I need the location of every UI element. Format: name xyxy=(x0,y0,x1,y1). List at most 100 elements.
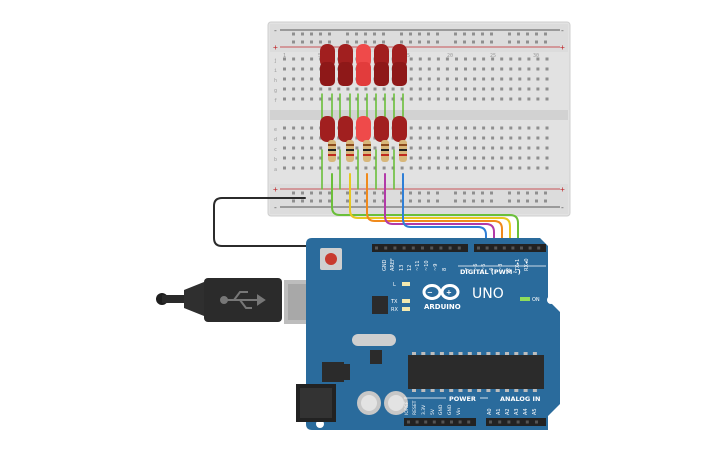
wire-green[interactable] xyxy=(331,173,519,247)
rail-hole[interactable] xyxy=(517,32,520,36)
header-pin[interactable] xyxy=(439,246,443,250)
rail-hole[interactable] xyxy=(346,40,349,44)
breadboard-hole[interactable] xyxy=(319,156,323,160)
breadboard-hole[interactable] xyxy=(482,67,486,71)
breadboard-hole[interactable] xyxy=(536,126,540,130)
rail-hole[interactable] xyxy=(517,199,520,203)
rail-hole[interactable] xyxy=(319,32,322,36)
header-pin[interactable] xyxy=(411,246,415,250)
header-pin[interactable] xyxy=(393,246,397,250)
breadboard-hole[interactable] xyxy=(491,166,495,170)
breadboard-hole[interactable] xyxy=(337,146,341,150)
header-pin[interactable] xyxy=(430,246,434,250)
breadboard-hole[interactable] xyxy=(545,126,549,130)
rail-hole[interactable] xyxy=(409,32,412,36)
header-pin[interactable] xyxy=(424,420,428,424)
breadboard-hole[interactable] xyxy=(301,146,305,150)
breadboard-hole[interactable] xyxy=(292,166,296,170)
breadboard-hole[interactable] xyxy=(409,77,413,81)
breadboard-hole[interactable] xyxy=(500,57,504,61)
header-pin[interactable] xyxy=(511,246,515,250)
rail-hole[interactable] xyxy=(400,40,403,44)
breadboard-hole[interactable] xyxy=(491,67,495,71)
rail-hole[interactable] xyxy=(301,199,304,203)
breadboard-hole[interactable] xyxy=(427,87,431,91)
rail-hole[interactable] xyxy=(490,191,493,195)
breadboard-hole[interactable] xyxy=(409,97,413,101)
breadboard-hole[interactable] xyxy=(436,87,440,91)
breadboard-hole[interactable] xyxy=(292,57,296,61)
breadboard-hole[interactable] xyxy=(491,57,495,61)
breadboard-hole[interactable] xyxy=(464,87,467,91)
breadboard-hole[interactable] xyxy=(491,97,495,101)
rail-hole[interactable] xyxy=(319,199,322,203)
breadboard-hole[interactable] xyxy=(518,57,522,61)
breadboard-hole[interactable] xyxy=(545,136,549,140)
breadboard-hole[interactable] xyxy=(310,97,314,101)
breadboard-hole[interactable] xyxy=(518,146,522,150)
digital-header-lower[interactable] xyxy=(474,244,546,252)
breadboard-hole[interactable] xyxy=(464,57,467,61)
breadboard-hole[interactable] xyxy=(283,87,286,91)
rail-hole[interactable] xyxy=(373,32,376,36)
breadboard-hole[interactable] xyxy=(518,156,522,160)
rail-hole[interactable] xyxy=(355,32,358,36)
breadboard-hole[interactable] xyxy=(445,156,449,160)
breadboard-hole[interactable] xyxy=(418,156,422,160)
breadboard-hole[interactable] xyxy=(473,87,477,91)
rail-hole[interactable] xyxy=(535,40,538,44)
rail-hole[interactable] xyxy=(310,32,313,36)
rail-hole[interactable] xyxy=(526,40,529,44)
breadboard-hole[interactable] xyxy=(355,87,359,91)
breadboard-hole[interactable] xyxy=(292,67,296,71)
breadboard-hole[interactable] xyxy=(455,156,458,160)
header-pin[interactable] xyxy=(498,420,502,424)
rail-hole[interactable] xyxy=(481,32,484,36)
breadboard-hole[interactable] xyxy=(500,136,504,140)
breadboard-hole[interactable] xyxy=(545,67,549,71)
header-pin[interactable] xyxy=(507,420,511,424)
breadboard-hole[interactable] xyxy=(301,87,305,91)
header-pin[interactable] xyxy=(415,420,419,424)
rail-hole[interactable] xyxy=(301,32,304,36)
rail-hole[interactable] xyxy=(409,191,412,195)
rail-hole[interactable] xyxy=(463,40,466,44)
rail-hole[interactable] xyxy=(400,191,403,195)
breadboard-hole[interactable] xyxy=(527,166,531,170)
header-pin[interactable] xyxy=(448,246,452,250)
breadboard-hole[interactable] xyxy=(527,97,531,101)
header-pin[interactable] xyxy=(489,420,492,424)
breadboard-hole[interactable] xyxy=(464,166,467,170)
breadboard-hole[interactable] xyxy=(527,77,531,81)
breadboard-hole[interactable] xyxy=(455,166,458,170)
led-top-3-lit[interactable] xyxy=(356,44,371,86)
header-pin[interactable] xyxy=(520,246,523,250)
rail-hole[interactable] xyxy=(454,40,457,44)
led-top-5[interactable] xyxy=(392,44,407,86)
breadboard-hole[interactable] xyxy=(283,57,286,61)
rail-hole[interactable] xyxy=(364,191,367,195)
breadboard-hole[interactable] xyxy=(491,77,495,81)
breadboard-hole[interactable] xyxy=(400,97,404,101)
header-pin[interactable] xyxy=(407,420,410,424)
breadboard-hole[interactable] xyxy=(445,57,449,61)
breadboard-hole[interactable] xyxy=(292,146,296,150)
breadboard-hole[interactable] xyxy=(301,67,305,71)
breadboard-hole[interactable] xyxy=(301,97,305,101)
rail-hole[interactable] xyxy=(517,40,520,44)
breadboard-hole[interactable] xyxy=(482,146,486,150)
rail-hole[interactable] xyxy=(328,40,331,44)
resistor-2[interactable] xyxy=(346,140,354,162)
breadboard-hole[interactable] xyxy=(409,87,413,91)
breadboard-hole[interactable] xyxy=(418,77,422,81)
breadboard-hole[interactable] xyxy=(464,156,467,160)
header-pin[interactable] xyxy=(467,420,471,424)
breadboard-hole[interactable] xyxy=(283,156,286,160)
rail-hole[interactable] xyxy=(436,199,439,203)
rail-hole[interactable] xyxy=(409,199,412,203)
breadboard-hole[interactable] xyxy=(319,166,323,170)
breadboard-hole[interactable] xyxy=(473,97,477,101)
digital-header-upper[interactable] xyxy=(372,244,468,252)
breadboard-hole[interactable] xyxy=(545,146,549,150)
rail-hole[interactable] xyxy=(472,191,475,195)
